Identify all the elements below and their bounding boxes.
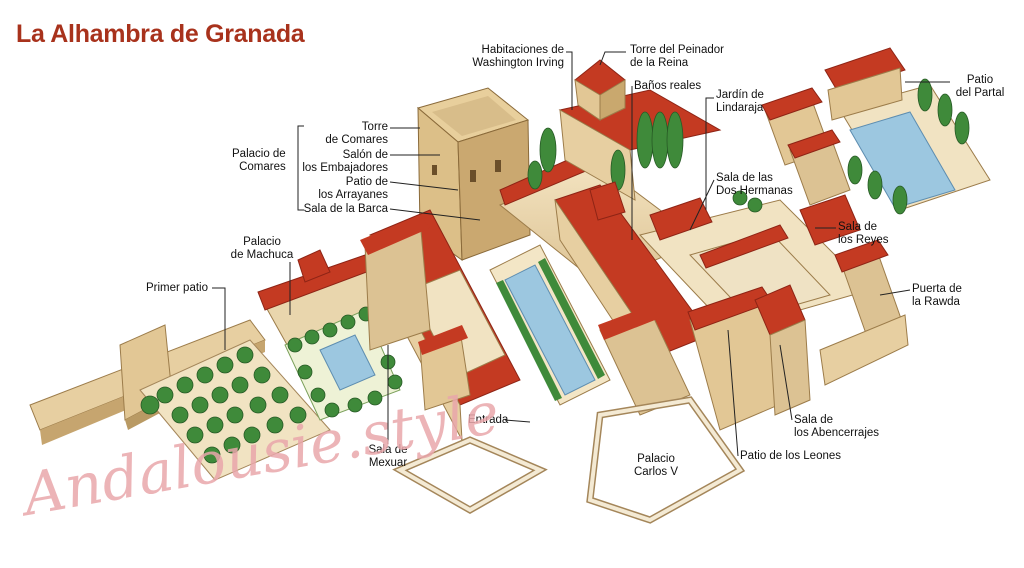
label-torre-comares: Torre de Comares [310, 121, 388, 147]
label-line: Palacio [637, 453, 675, 465]
label-line: Sala de [838, 221, 878, 233]
label-palacio-comares: Palacio de Comares [232, 148, 286, 174]
label-patio-partal: Patio del Partal [952, 74, 1008, 100]
patio-arrayanes [489, 244, 611, 406]
label-line: Torre [361, 121, 388, 133]
label-line: Torre del Peinador [630, 44, 724, 56]
label-line: Baños reales [634, 80, 702, 92]
label-line: Lindaraja [716, 102, 764, 114]
primer-patio-garden [139, 339, 331, 481]
label-line: Patio [966, 74, 994, 86]
label-palacio-machuca: Palacio de Machuca [230, 236, 294, 262]
partal [761, 47, 991, 215]
label-patio-leones: Patio de los Leones [740, 450, 841, 463]
label-line: Puerta de [912, 283, 962, 295]
mexuar-block [360, 209, 521, 441]
label-line: Jardín de [716, 89, 764, 101]
label-line: Habitaciones de [481, 44, 564, 56]
label-jardin-lindaraja: Jardín de Lindaraja [716, 89, 764, 115]
label-sala-reyes: Sala de los Reyes [838, 221, 889, 247]
label-line: Patio de los Leones [740, 450, 842, 462]
label-line: Entrada [468, 414, 509, 426]
label-sala-abencerrajes: Sala de los Abencerrajes [794, 414, 879, 440]
label-primer-patio: Primer patio [146, 282, 208, 295]
label-line: Salón de [342, 149, 388, 161]
label-line: la Rawda [912, 296, 960, 308]
label-line: de la Reina [630, 57, 689, 69]
label-line: los Arrayanes [318, 189, 388, 201]
page-title: La Alhambra de Granada [16, 20, 305, 48]
palacio-machuca [257, 249, 403, 421]
label-line: Mexuar [368, 457, 408, 469]
label-line: de Machuca [230, 249, 294, 261]
label-line: Dos Hermanas [716, 185, 793, 197]
patio-leones-complex [589, 181, 909, 431]
label-line: Palacio [243, 236, 281, 248]
label-sala-dos-hermanas: Sala de las Dos Hermanas [716, 172, 793, 198]
label-palacio-carlos: Palacio Carlos V [624, 453, 688, 479]
label-puerta-rawda: Puerta de la Rawda [912, 283, 962, 309]
label-line: Sala de las [716, 172, 773, 184]
label-line: los Reyes [838, 234, 889, 246]
label-sala-barca: Sala de la Barca [296, 203, 388, 216]
label-line: Sala de la Barca [303, 203, 388, 215]
label-salon-embajadores: Salón de los Embajadores [296, 149, 388, 175]
label-banos-reales: Baños reales [634, 80, 701, 93]
label-line: Comares [239, 161, 286, 173]
label-line: los Embajadores [302, 162, 388, 174]
label-line: del Partal [955, 87, 1005, 99]
label-line: Carlos V [633, 466, 679, 478]
label-line: los Abencerrajes [794, 427, 880, 439]
label-sala-mexuar: Sala de Mexuar [360, 444, 416, 470]
label-line: Palacio de [232, 148, 286, 160]
label-line: Patio de [345, 176, 388, 188]
label-habitaciones-irving: Habitaciones de Washington Irving [462, 44, 564, 70]
label-line: Sala de [368, 444, 408, 456]
label-line: de Comares [325, 134, 388, 146]
label-line: Washington Irving [472, 57, 564, 69]
garden-trees [140, 346, 307, 464]
label-entrada: Entrada [468, 414, 508, 427]
palacio-carlos-v [392, 396, 746, 524]
label-patio-arrayanes: Patio de los Arrayanes [308, 176, 388, 202]
label-torre-peinador: Torre del Peinador de la Reina [630, 44, 724, 70]
label-line: Sala de [794, 414, 834, 426]
label-line: Primer patio [146, 282, 208, 294]
